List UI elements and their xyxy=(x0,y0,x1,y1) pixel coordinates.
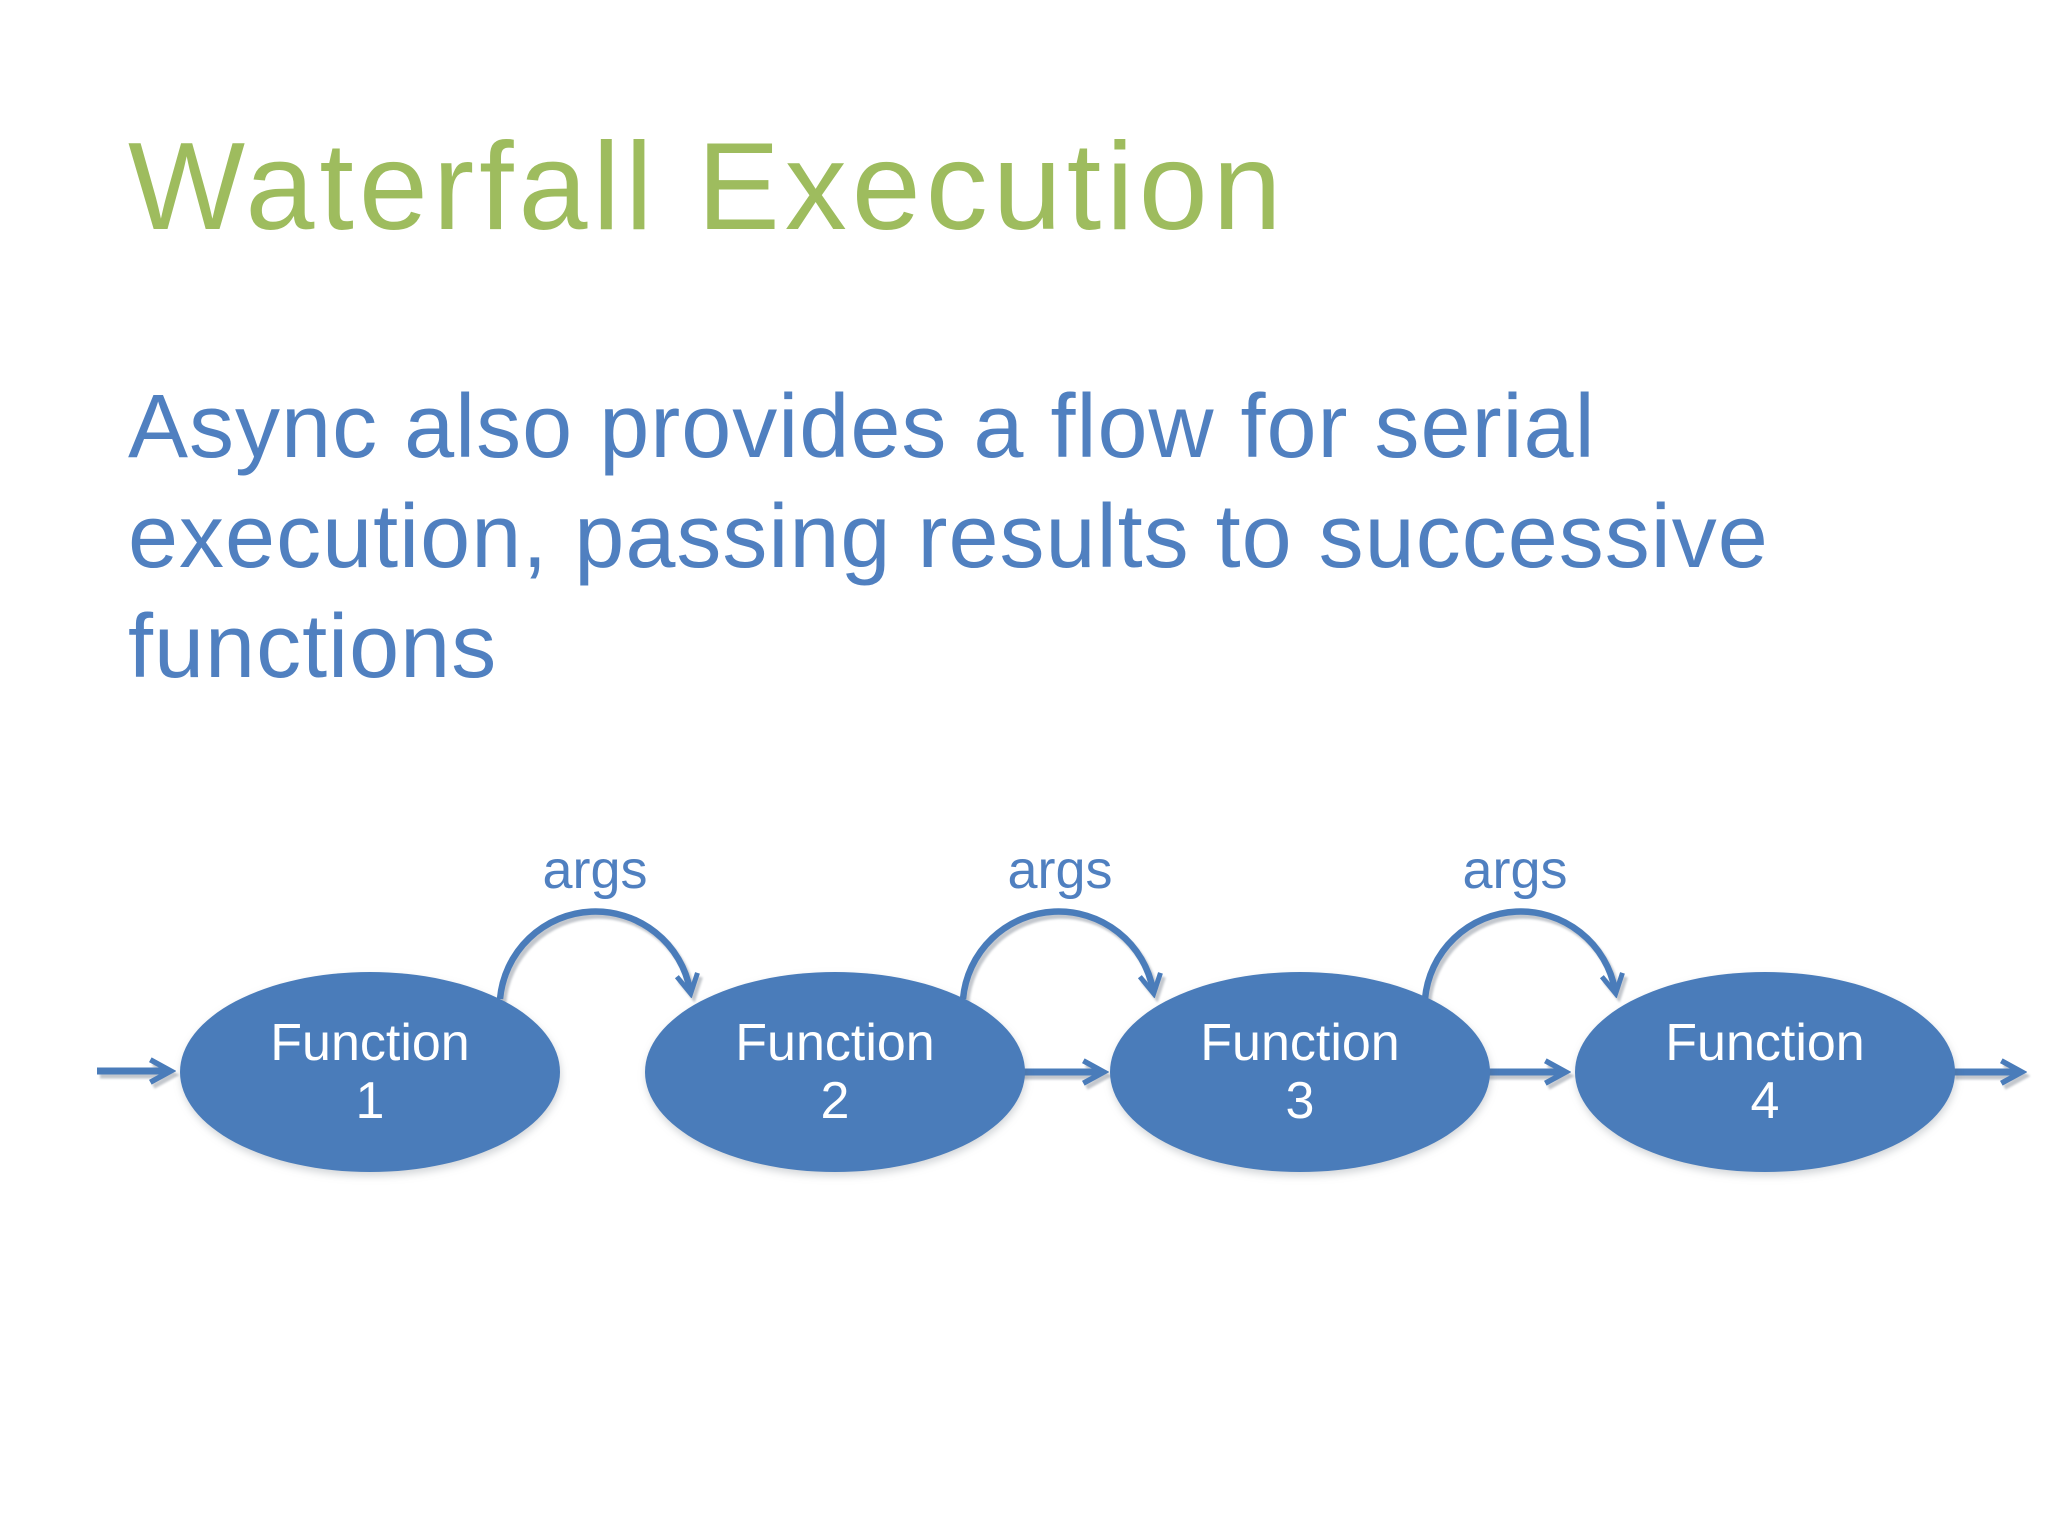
node-number: 1 xyxy=(355,1072,385,1130)
body-line-3: functions xyxy=(128,597,498,697)
node-name: Function xyxy=(1200,1014,1400,1072)
slide-body: Async also provides a flow for serial ex… xyxy=(128,372,1769,702)
node-function-2: Function 2 xyxy=(645,972,1025,1172)
args-label-2: args xyxy=(1007,840,1113,900)
args-arc-1-icon xyxy=(496,908,690,1000)
node-number: 2 xyxy=(820,1072,850,1130)
node-name: Function xyxy=(1665,1014,1865,1072)
node-function-3: Function 3 xyxy=(1110,972,1490,1172)
node-name: Function xyxy=(270,1014,470,1072)
node-function-1: Function 1 xyxy=(180,972,560,1172)
body-line-2: execution, passing results to successive xyxy=(128,487,1769,587)
args-arc-3-icon xyxy=(1421,908,1615,1000)
node-number: 4 xyxy=(1750,1072,1780,1130)
args-label-3: args xyxy=(1462,840,1568,900)
body-line-1: Async also provides a flow for serial xyxy=(128,377,1596,477)
args-label-1: args xyxy=(542,840,648,900)
slide-title: Waterfall Execution xyxy=(128,118,1287,256)
node-function-4: Function 4 xyxy=(1575,972,1955,1172)
args-arc-2-icon xyxy=(959,908,1153,1000)
node-name: Function xyxy=(735,1014,935,1072)
node-number: 3 xyxy=(1285,1072,1315,1130)
